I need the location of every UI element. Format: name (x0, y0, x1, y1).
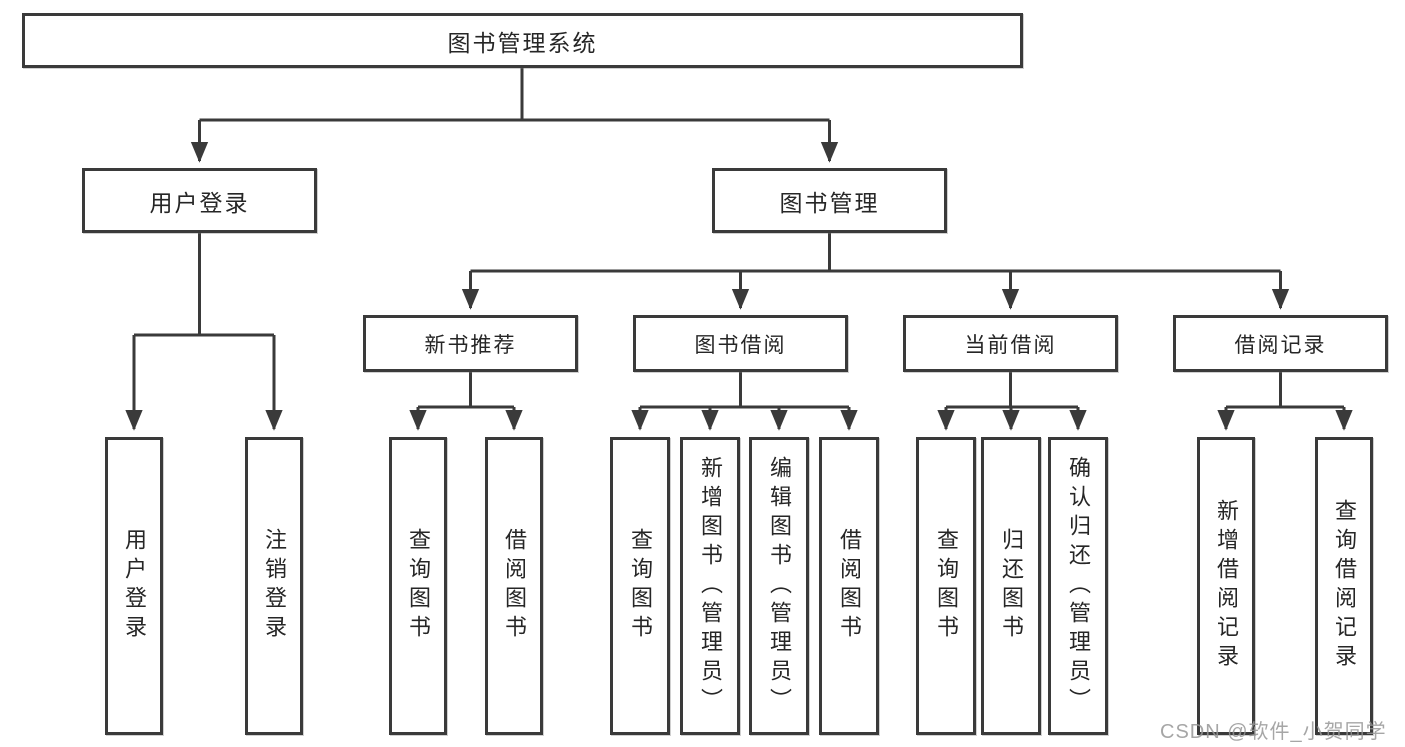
leaf-add-borrow-record: 新增借阅记录 (1197, 437, 1255, 735)
node-label: 图书管理 (779, 189, 880, 216)
leaf-label: 编辑图书（管理员） (767, 455, 792, 717)
node-borrowing-records: 借阅记录 (1173, 315, 1388, 372)
leaf-borrow-book-recommend: 借阅图书 (485, 437, 543, 735)
node-new-book-recommend: 新书推荐 (363, 315, 578, 372)
node-label: 图书借阅 (694, 333, 787, 357)
node-user-login: 用户登录 (82, 168, 317, 233)
arrow-lines (125, 120, 1353, 431)
leaf-query-borrow-record: 查询借阅记录 (1315, 437, 1373, 735)
junction-lines (134, 68, 1344, 409)
leaf-label: 查询图书 (406, 528, 431, 644)
node-book-management: 图书管理 (712, 168, 947, 233)
leaf-add-book-admin: 新增图书（管理员） (680, 437, 740, 735)
node-label: 当前借阅 (964, 333, 1057, 357)
leaf-edit-book-admin: 编辑图书（管理员） (749, 437, 809, 735)
node-label: 借阅记录 (1234, 333, 1327, 357)
leaf-label: 查询借阅记录 (1332, 499, 1357, 673)
leaf-label: 用户登录 (122, 528, 147, 644)
leaf-label: 借阅图书 (502, 528, 527, 644)
leaf-label: 新增图书（管理员） (698, 455, 723, 717)
leaf-query-book-borrowing: 查询图书 (610, 437, 670, 735)
leaf-borrow-book: 借阅图书 (819, 437, 879, 735)
leaf-label: 查询图书 (628, 528, 653, 644)
leaf-label: 确认归还（管理员） (1066, 455, 1091, 717)
node-book-borrowing: 图书借阅 (633, 315, 848, 372)
leaf-query-book-current: 查询图书 (916, 437, 976, 735)
leaf-logout: 注销登录 (245, 437, 303, 735)
watermark: CSDN @软件_小贺同学 (1160, 721, 1387, 743)
leaf-confirm-return-admin: 确认归还（管理员） (1048, 437, 1108, 735)
leaf-label: 注销登录 (262, 528, 287, 644)
leaf-return-book: 归还图书 (981, 437, 1041, 735)
leaf-label: 查询图书 (934, 528, 959, 644)
node-library-management-system: 图书管理系统 (22, 13, 1023, 68)
leaf-label: 借阅图书 (837, 528, 862, 644)
leaf-query-book-recommend: 查询图书 (389, 437, 447, 735)
leaf-user-login: 用户登录 (105, 437, 163, 735)
node-label: 用户登录 (149, 189, 250, 216)
node-label: 图书管理系统 (447, 29, 598, 56)
leaf-label: 归还图书 (999, 528, 1024, 644)
node-label: 新书推荐 (424, 333, 517, 357)
node-current-borrowing: 当前借阅 (903, 315, 1118, 372)
leaf-label: 新增借阅记录 (1214, 499, 1239, 673)
